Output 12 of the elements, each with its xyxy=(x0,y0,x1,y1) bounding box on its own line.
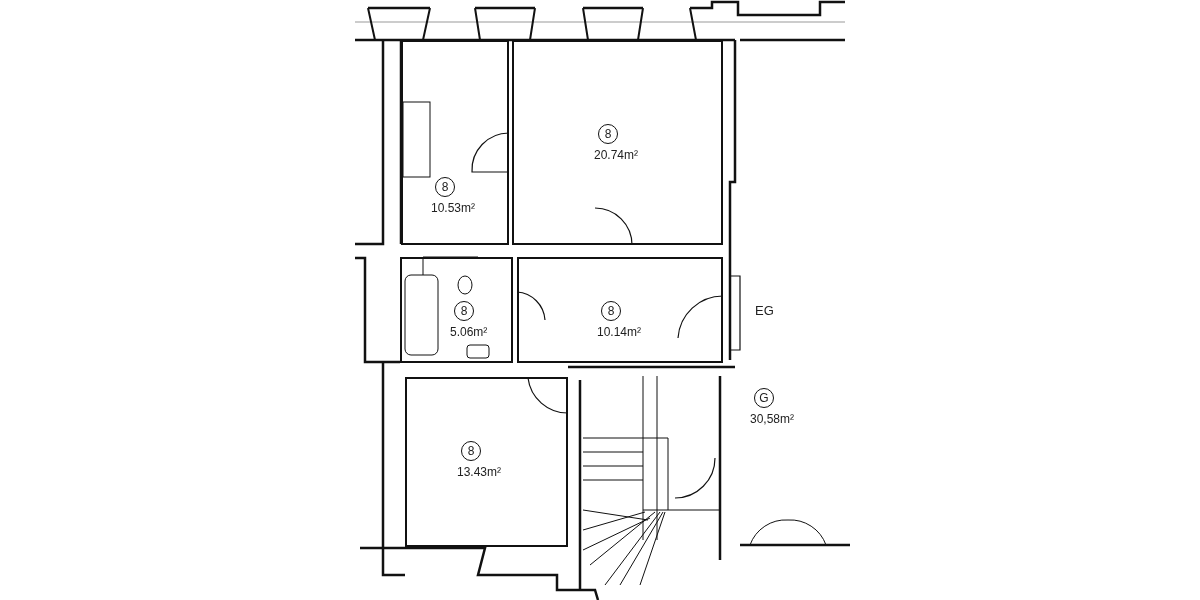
room-outline xyxy=(400,257,513,363)
room-outline xyxy=(401,40,509,245)
floor-label: EG xyxy=(755,302,774,320)
room-area-label: 20.74m² xyxy=(594,147,639,164)
room-outline xyxy=(517,257,723,363)
room-area-label: 10.14m² xyxy=(597,324,642,341)
room-area-label: 10.53m² xyxy=(431,200,476,217)
room-area-label: 13.43m² xyxy=(457,464,502,481)
room-outline xyxy=(405,377,568,547)
room-area-label: 30,58m² xyxy=(750,411,795,428)
room-area-label: 5.06m² xyxy=(450,324,488,341)
room-outline xyxy=(512,40,723,245)
